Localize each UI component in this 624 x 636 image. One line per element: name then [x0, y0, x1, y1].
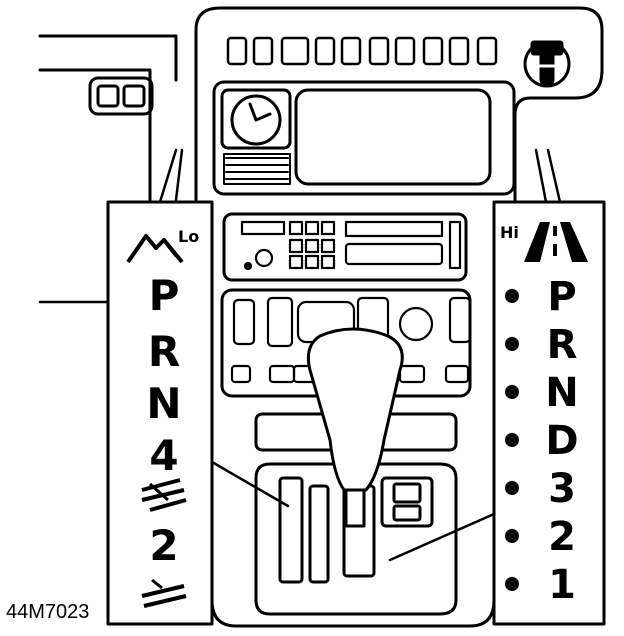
lo-gear-4: 4: [149, 431, 178, 480]
hi-gear-dot: [505, 337, 519, 351]
leader-line-lo: [210, 460, 290, 508]
hi-gear-n: N: [545, 370, 578, 416]
lo-gear-p: P: [149, 271, 180, 320]
left-switch-a: [96, 84, 120, 108]
dash-housing: [194, 6, 604, 204]
left-switch-b: [122, 84, 146, 108]
hi-gear-3: 3: [548, 466, 576, 512]
selector-gate: [254, 462, 458, 616]
gate-slot-mid: [308, 484, 330, 584]
left-switch-housing: [88, 76, 154, 116]
lo-label: Lo: [178, 227, 199, 246]
hi-gear-d: D: [545, 418, 578, 464]
clock-face: [230, 94, 282, 146]
gate-switch-housing: [380, 476, 434, 528]
hi-gear-1: 1: [548, 562, 576, 608]
hi-gear-dot: [505, 481, 519, 495]
gate-switch: [392, 482, 422, 504]
hi-range-panel: [492, 200, 606, 626]
audio-buttons: [240, 220, 462, 271]
left-dash-trim: [38, 34, 178, 202]
hi-gear-dot: [505, 529, 519, 543]
dash-knob: [523, 40, 571, 88]
road-icon: [524, 222, 588, 262]
clock-display-frame: [212, 80, 516, 196]
lo-gear-r: R: [148, 327, 180, 376]
hi-gear-dot: [505, 289, 519, 303]
climate-controls: [230, 296, 472, 384]
lo-gear-n: N: [146, 379, 181, 428]
audio-unit: [222, 212, 468, 282]
hi-gear-r: R: [547, 322, 578, 368]
slope-terrain-icon: [141, 578, 187, 608]
gate-switch-lower: [392, 504, 422, 522]
figure-code: 44M7023: [6, 601, 89, 623]
hi-gear-2: 2: [548, 514, 576, 560]
mountain-icon: [126, 234, 184, 264]
gate-slot-lo: [278, 476, 304, 584]
lo-gear-2: 2: [149, 521, 178, 570]
hi-gear-dot: [505, 577, 519, 591]
connector-lines: [158, 148, 562, 204]
hi-gear-p: P: [547, 274, 576, 320]
hi-gear-dot: [505, 385, 519, 399]
snowflake-terrain-icon: [141, 478, 187, 512]
gear-lever-shaft: [344, 488, 366, 528]
clock-hands: [248, 102, 272, 122]
upper-switch-bank: [226, 36, 498, 66]
leader-line-hi: [388, 512, 496, 562]
hi-gear-dot: [505, 433, 519, 447]
hi-label: Hi: [500, 223, 519, 242]
gear-lever: [306, 327, 404, 492]
lo-range-panel: [106, 200, 214, 626]
vent-grille: [223, 153, 291, 185]
clock-frame: [220, 88, 292, 150]
info-display: [294, 88, 492, 186]
